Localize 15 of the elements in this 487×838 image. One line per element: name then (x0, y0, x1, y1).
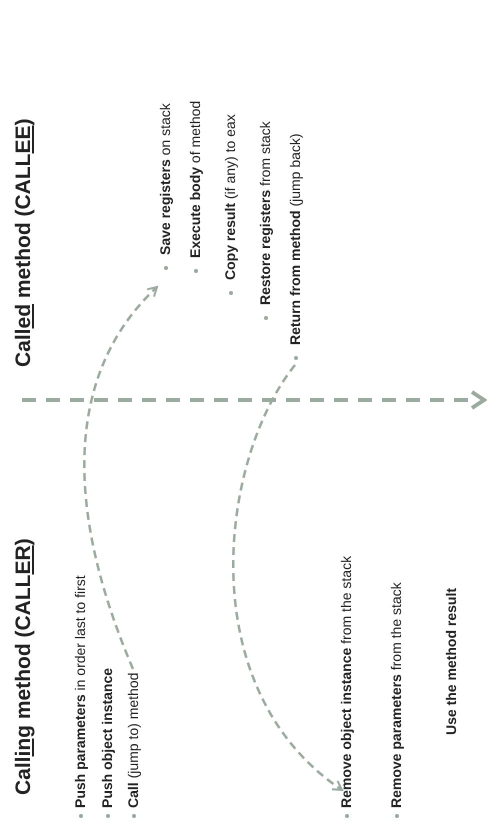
step-text: Restore registers from stack (257, 121, 273, 305)
step-text: Push parameters in order last to first (72, 575, 88, 808)
column-heading: Called method (CALLEE) (12, 118, 36, 367)
step-text: Remove parameters from the stack (388, 582, 404, 808)
step-text: Push object instance (99, 668, 115, 808)
step-text: Return from method (jump back) (287, 133, 303, 345)
column-heading: Calling method (CALLER) (12, 538, 36, 795)
step-text: Execute body of method (187, 100, 203, 258)
note-text: Use the method result (443, 588, 459, 735)
step-text: Save registers on stack (157, 103, 173, 255)
step-text: Remove object instance from the stack (338, 463, 354, 808)
step-text: Call (jump to) method (125, 672, 141, 808)
curved-arrow (83, 286, 158, 670)
curved-arrow (232, 364, 343, 791)
step-text: Copy result (if any) to eax (222, 114, 238, 280)
